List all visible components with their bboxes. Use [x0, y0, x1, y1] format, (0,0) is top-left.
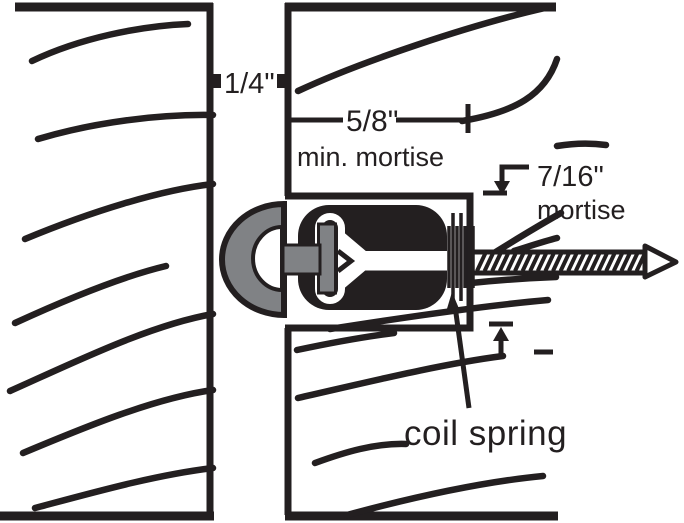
wood-grain-line	[311, 440, 410, 467]
mortise-width-label: 5/8"	[346, 105, 398, 138]
mortise-depth-caption: mortise	[537, 195, 626, 225]
wood-grain-line	[28, 20, 192, 65]
wood-grain-line	[553, 140, 610, 150]
wood-grain-line	[11, 262, 170, 327]
screw-shaft-channel	[364, 251, 448, 271]
screw-head-chevron	[336, 249, 356, 273]
wood-grain-line	[21, 180, 217, 243]
bumper-neck	[281, 243, 322, 276]
wood-grain-line	[343, 472, 547, 519]
dimension-tick-left	[213, 74, 221, 88]
coil-spring-callout: coil spring	[404, 292, 567, 453]
screw-tip	[642, 243, 679, 280]
wood-grain-line	[31, 464, 217, 512]
dimension-mortise-width: 5/8" min. mortise	[286, 104, 471, 172]
leader-bracket	[499, 164, 529, 182]
bumper-tip-inner-face	[251, 224, 284, 293]
wood-grain-line	[467, 273, 560, 287]
dimension-tick-right	[277, 74, 285, 88]
arrow-up-icon	[446, 292, 460, 312]
wood-grain-line	[19, 386, 217, 457]
gap-width-label: 1/4"	[224, 68, 275, 100]
wood-grain-line	[34, 111, 217, 143]
bumper-mechanism	[219, 200, 448, 319]
callout-leader-line	[452, 305, 472, 409]
wood-grain-line	[6, 310, 217, 395]
coil-spring	[447, 213, 475, 301]
dimension-gap-quarter-inch: 1/4"	[213, 68, 285, 100]
arrow-down-icon	[494, 181, 510, 195]
screw	[473, 243, 679, 280]
screw-threads	[475, 252, 647, 272]
wood-grain-line	[294, 4, 549, 95]
mortise-depth-label: 7/16"	[537, 161, 604, 193]
wood-grain-line	[293, 329, 398, 354]
mortise-width-caption: min. mortise	[297, 142, 444, 172]
wood-grain-line	[458, 55, 561, 125]
left-wood-panel	[0, 2, 217, 521]
dimension-mortise-depth: 7/16" mortise	[483, 161, 626, 355]
wood-grain-line	[294, 352, 507, 402]
arrow-up-icon	[493, 327, 509, 341]
coil-spring-label: coil spring	[404, 414, 567, 453]
